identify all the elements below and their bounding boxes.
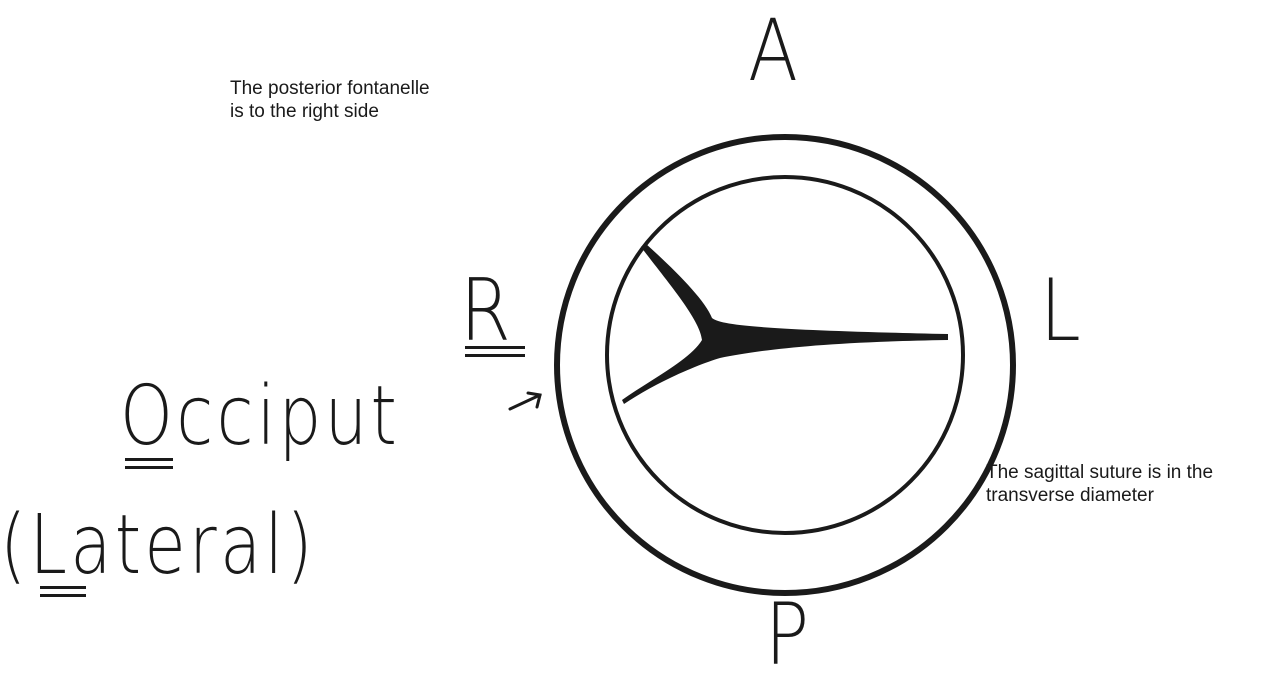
outer-circle (554, 134, 1016, 596)
anterior-label: A (748, 1, 799, 101)
lateral-word: (Lateral) (0, 498, 316, 593)
lateral-underline-1 (40, 586, 86, 589)
occiput-word: Occiput (120, 369, 401, 464)
lateral-underline-2 (40, 594, 86, 597)
left-label: L (1040, 261, 1081, 361)
posterior-label: P (765, 585, 810, 685)
right-label: R (460, 261, 511, 361)
right-label-underline-2 (465, 354, 525, 357)
occiput-underline-2 (125, 466, 173, 469)
posterior-fontanelle-note: The posterior fontanelle is to the right… (230, 78, 430, 122)
arrow-icon (508, 391, 542, 411)
inner-circle (605, 175, 965, 535)
sagittal-suture-shape (622, 243, 948, 404)
right-label-underline-1 (465, 346, 525, 349)
sagittal-suture-note: The sagittal suture is in the transverse… (986, 462, 1214, 506)
occiput-underline-1 (125, 458, 173, 461)
